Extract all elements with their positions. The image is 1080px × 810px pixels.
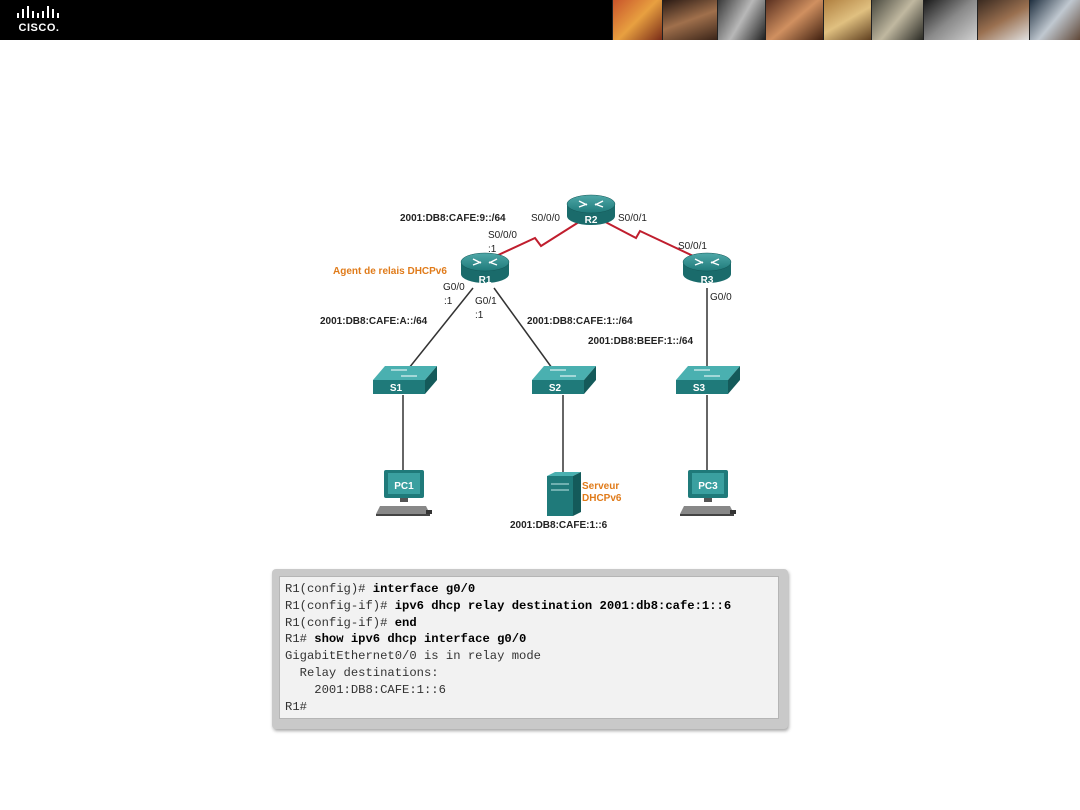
label-net-r1-r2: 2001:DB8:CAFE:9::/64 xyxy=(400,213,506,224)
pc-pc1[interactable]: PC1 xyxy=(376,470,432,516)
logo-wordmark: CISCO. xyxy=(18,22,60,34)
router-arrows-icon xyxy=(578,200,604,208)
cli-line: Relay destinations: xyxy=(285,665,439,680)
label-r1-g01: G0/1 xyxy=(475,296,497,307)
cli-line: R1(config-if)# ipv6 dhcp relay destinati… xyxy=(285,598,732,613)
link-r1-s2 xyxy=(493,287,553,369)
cli-output-text: R1(config)# interface g0/0 R1(config-if)… xyxy=(279,576,779,719)
cli-line: R1# show ipv6 dhcp interface g0/0 xyxy=(285,632,527,647)
router-arrows-icon xyxy=(472,258,498,266)
label-server-line1: Serveur xyxy=(582,481,619,492)
link-r2-r3 xyxy=(591,214,707,263)
label-server-addr: 2001:DB8:CAFE:1::6 xyxy=(510,520,608,531)
photo-8 xyxy=(976,0,1029,40)
label-relay-agent: Agent de relais DHCPv6 xyxy=(333,266,447,277)
link-r1-r2 xyxy=(480,214,591,264)
cli-line: R1(config)# interface g0/0 xyxy=(285,582,476,596)
label-r3-s001: S0/0/1 xyxy=(678,241,707,252)
cisco-bars-icon xyxy=(17,6,59,18)
s1-label: S1 xyxy=(390,383,403,394)
cli-line: R1(config-if)# end xyxy=(285,615,417,630)
photo-2 xyxy=(662,0,717,40)
photo-1 xyxy=(612,0,663,40)
label-r1-s000: S0/0/0 xyxy=(488,230,517,241)
header-photo-strip xyxy=(612,0,1080,40)
label-r1-s000-addr: :1 xyxy=(488,244,497,255)
pc3-label: PC3 xyxy=(698,481,718,492)
photo-5 xyxy=(822,0,872,40)
dhcpv6-server[interactable] xyxy=(547,472,581,516)
network-topology: R2 R1 R3 S1 S2 xyxy=(320,194,740,531)
label-net-beef: 2001:DB8:BEEF:1::/64 xyxy=(588,336,693,347)
switch-arrows-icon xyxy=(391,369,417,377)
link-r1-s1 xyxy=(408,287,474,369)
switch-s2[interactable]: S2 xyxy=(532,366,596,394)
switch-s3[interactable]: S3 xyxy=(676,366,740,394)
photo-6 xyxy=(871,0,924,40)
label-net-1: 2001:DB8:CAFE:1::/64 xyxy=(527,316,633,327)
header-banner: CISCO. xyxy=(0,0,1080,40)
label-r2-s001: S0/0/1 xyxy=(618,213,647,224)
cli-line: 2001:DB8:CAFE:1::6 xyxy=(285,682,446,697)
label-r1-g01-addr: :1 xyxy=(475,310,484,321)
cli-line: GigabitEthernet0/0 is in relay mode xyxy=(285,649,541,664)
label-net-a: 2001:DB8:CAFE:A::/64 xyxy=(320,316,428,327)
r3-label: R3 xyxy=(701,275,714,286)
switch-arrows-icon xyxy=(550,369,576,377)
photo-3 xyxy=(716,0,766,40)
label-r2-s000: S0/0/0 xyxy=(531,213,560,224)
photo-7 xyxy=(923,0,977,40)
router-r3[interactable]: R3 xyxy=(682,252,732,286)
cli-output-panel: R1(config)# interface g0/0 R1(config-if)… xyxy=(272,569,788,729)
switch-arrows-icon xyxy=(694,369,720,377)
s3-label: S3 xyxy=(693,383,706,394)
r2-label: R2 xyxy=(585,215,598,226)
cisco-logo: CISCO. xyxy=(16,5,62,35)
s2-label: S2 xyxy=(549,383,562,394)
switch-s1[interactable]: S1 xyxy=(373,366,437,394)
cli-line: R1# xyxy=(285,699,307,714)
r1-label: R1 xyxy=(479,275,492,286)
pc-pc3[interactable]: PC3 xyxy=(680,470,736,516)
router-r1[interactable]: R1 xyxy=(460,252,510,286)
label-r1-g00: G0/0 xyxy=(443,282,465,293)
router-arrows-icon xyxy=(694,258,720,266)
router-r2[interactable]: R2 xyxy=(566,194,616,226)
label-r1-g00-addr: :1 xyxy=(444,296,453,307)
photo-9 xyxy=(1028,0,1080,40)
label-r3-g00: G0/0 xyxy=(710,292,732,303)
photo-4 xyxy=(765,0,823,40)
pc1-label: PC1 xyxy=(394,481,414,492)
label-server-line2: DHCPv6 xyxy=(582,493,622,504)
